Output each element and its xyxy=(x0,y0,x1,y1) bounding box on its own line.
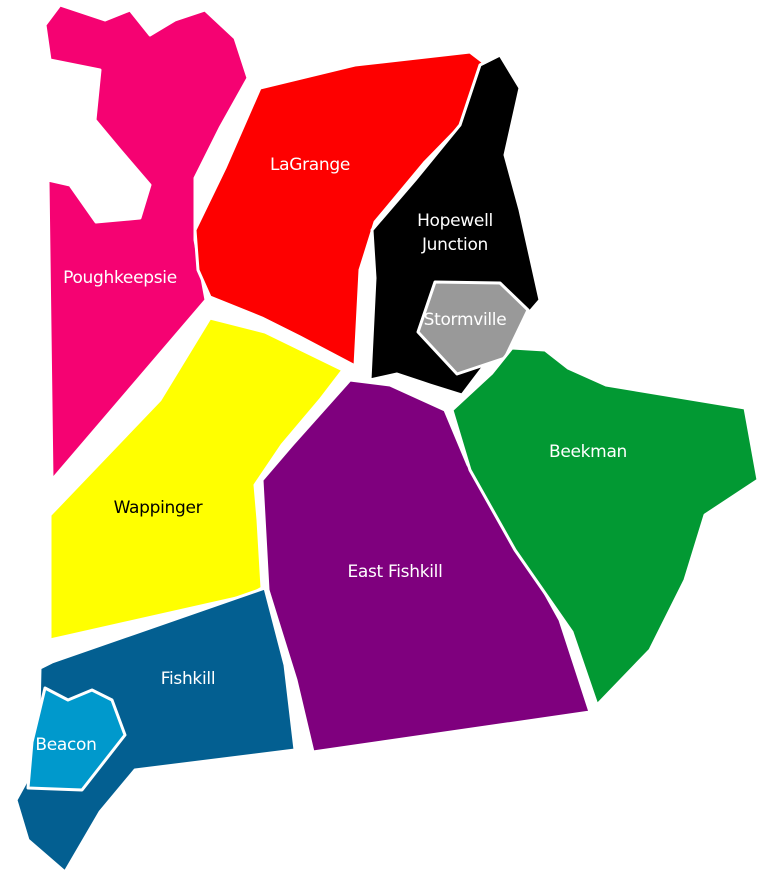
label-beacon: Beacon xyxy=(35,735,96,755)
region-east-fishkill[interactable] xyxy=(260,378,592,754)
label-hopewell-junction-line1: Hopewell xyxy=(417,211,493,231)
label-beekman: Beekman xyxy=(549,442,627,462)
label-poughkeepsie: Poughkeepsie xyxy=(63,268,177,288)
region-lagrange[interactable] xyxy=(193,50,489,368)
region-wappinger[interactable] xyxy=(48,316,345,642)
label-lagrange: LaGrange xyxy=(270,155,350,175)
label-east-fishkill: East Fishkill xyxy=(347,562,442,582)
label-stormville: Stormville xyxy=(424,310,507,330)
region-beekman[interactable] xyxy=(450,346,760,707)
label-fishkill: Fishkill xyxy=(161,669,216,689)
label-hopewell-junction-line2: Junction xyxy=(421,235,488,255)
label-wappinger: Wappinger xyxy=(114,498,203,518)
region-beacon[interactable] xyxy=(26,686,127,792)
